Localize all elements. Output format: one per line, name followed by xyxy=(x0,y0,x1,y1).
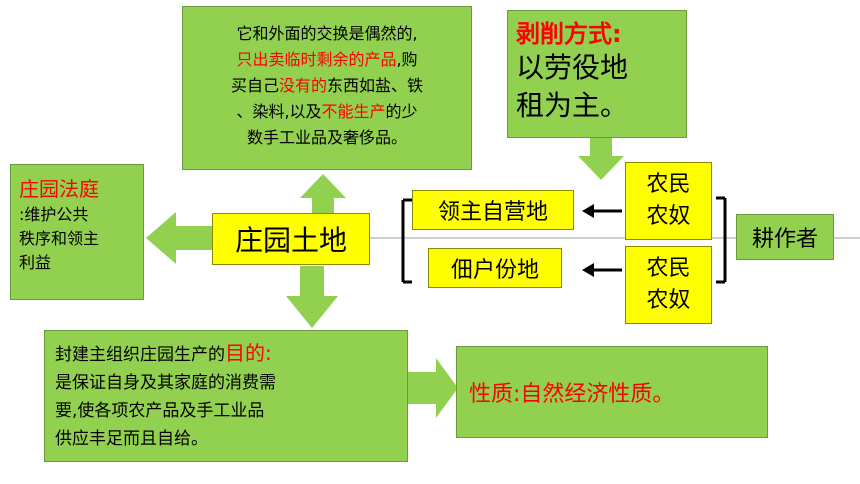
exchange-line-2-red: 只出卖临时剩余的产品 xyxy=(236,50,397,69)
arrow-farmers-to-demesne xyxy=(582,204,622,218)
purpose-line-4: 供应丰足而且自给。 xyxy=(55,429,208,449)
exchange-line-4-red: 不能生产 xyxy=(321,102,386,121)
arrow-up-to-exchange xyxy=(300,174,346,214)
exchange-line-4-rest: 的少 xyxy=(385,102,418,121)
purpose-line-3: 要,使各项农产品及手工业品 xyxy=(55,401,265,421)
arrow-farmers-to-tenant xyxy=(582,263,622,277)
exchange-line-3-red: 没有的 xyxy=(278,76,327,95)
exchange-line-2-rest: ,购 xyxy=(396,50,418,69)
exploitation-line-2: 租为主。 xyxy=(516,89,629,122)
farmers-top-box: 农民 农奴 xyxy=(625,162,712,240)
nature-box: 性质:自然经济性质。 xyxy=(456,346,768,438)
exploitation-line-1: 以劳役地 xyxy=(516,51,629,84)
manor-court-line-2: 秩序和领主 xyxy=(19,229,100,248)
manor-land-box: 庄园土地 xyxy=(212,213,370,265)
farmers-top-line-1: 农民 xyxy=(646,172,691,197)
manor-court-line-1: :维护公共 xyxy=(19,205,89,224)
exchange-line-4-pre: 、染料,以及 xyxy=(236,102,322,121)
purpose-line-1-pre: 封建主组织庄园生产的 xyxy=(55,345,225,365)
manor-court-line-3: 利益 xyxy=(19,253,52,272)
farmers-bottom-line-2: 农奴 xyxy=(646,288,691,313)
arrow-down-from-exploit xyxy=(578,130,624,180)
arrow-left-to-court xyxy=(146,212,212,264)
exchange-line-5: 数手工业品及奢侈品。 xyxy=(246,128,407,147)
farmers-bottom-line-1: 农民 xyxy=(646,256,691,281)
manor-court-title: 庄园法庭 xyxy=(19,177,99,201)
farmers-top-line-2: 农奴 xyxy=(646,204,691,229)
exchange-box: 它和外面的交换是偶然的, 只出卖临时剩余的产品,购 买自己没有的东西如盐、铁 、… xyxy=(182,6,472,170)
exploitation-title: 剥削方式: xyxy=(516,20,622,48)
arrow-down-to-purpose xyxy=(286,266,338,328)
exchange-line-3-rest: 东西如盐、铁 xyxy=(327,76,424,95)
purpose-box: 封建主组织庄园生产的目的: 是保证自身及其家庭的消费需 要,使各项农产品及手工业… xyxy=(44,330,408,462)
exploitation-box: 剥削方式: 以劳役地 租为主。 xyxy=(507,10,687,138)
tenant-land-label: 佃户份地 xyxy=(450,258,539,283)
arrow-right-to-nature xyxy=(408,358,458,418)
manor-land-label: 庄园土地 xyxy=(234,224,347,257)
purpose-line-2: 是保证自身及其家庭的消费需 xyxy=(55,373,276,393)
demesne-label: 领主自营地 xyxy=(437,200,548,225)
cultivators-label: 耕作者 xyxy=(751,227,818,252)
manor-court-box: 庄园法庭 :维护公共 秩序和领主 利益 xyxy=(10,164,144,300)
nature-label: 性质:自然经济性质。 xyxy=(469,382,675,407)
exchange-line-3-pre: 买自己 xyxy=(230,76,279,95)
exchange-line-1: 它和外面的交换是偶然的, xyxy=(236,24,418,43)
cultivators-box: 耕作者 xyxy=(736,214,834,260)
farmers-bottom-box: 农民 农奴 xyxy=(625,246,712,324)
demesne-box: 领主自营地 xyxy=(412,190,574,230)
tenant-land-box: 佃户份地 xyxy=(428,248,562,288)
purpose-line-1-red: 目的: xyxy=(225,341,272,365)
